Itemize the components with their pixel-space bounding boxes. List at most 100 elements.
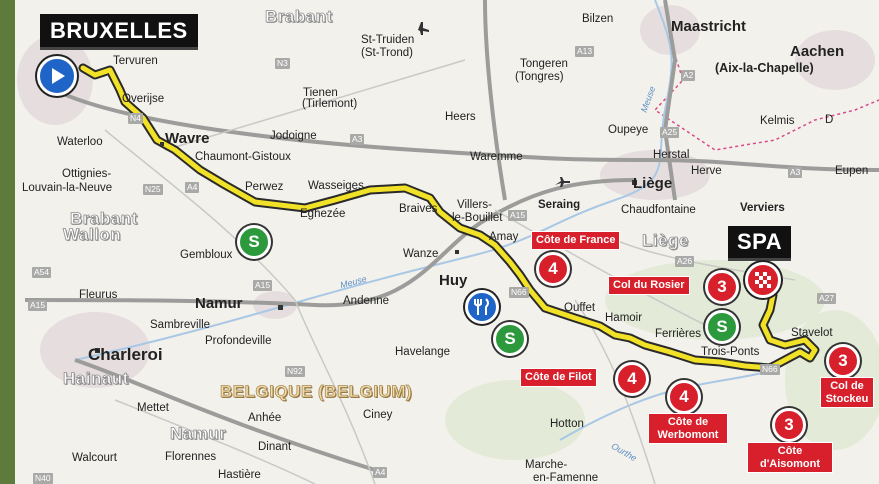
town-label: en-Famenne xyxy=(533,472,599,484)
town-label: Mettet xyxy=(137,402,169,414)
climb-name-tag: Côte de Filot xyxy=(520,368,597,387)
town-label: Havelange xyxy=(395,346,450,358)
town-label: Tongeren xyxy=(520,58,568,70)
road-shield: N40 xyxy=(33,473,53,484)
town-label: Liège xyxy=(633,175,673,192)
sprint-marker[interactable]: S xyxy=(237,225,271,259)
town-label: Ciney xyxy=(363,409,393,421)
checkered-flag-icon xyxy=(755,272,771,288)
climb-category-badge[interactable]: 4 xyxy=(615,362,649,396)
road-shield: A2 xyxy=(681,70,696,81)
town-label: Trois-Ponts xyxy=(701,346,760,358)
fork-knife-icon xyxy=(474,298,489,315)
road-shield: A4 xyxy=(185,182,200,193)
town-label: Marche- xyxy=(525,459,568,471)
town-label: Wasseiges xyxy=(308,180,364,192)
town-label: Stavelot xyxy=(791,327,833,339)
town-label: Hastière xyxy=(218,469,261,481)
town-label: St-Truiden xyxy=(361,34,415,46)
start-icon[interactable] xyxy=(37,56,77,96)
feed-zone-icon[interactable] xyxy=(465,290,499,324)
climb-name-tag: Col du Rosier xyxy=(608,276,690,295)
rivers xyxy=(74,0,776,441)
road-shield: A4 xyxy=(373,467,388,478)
town-label: Heers xyxy=(445,111,476,123)
start-city-label: BRUXELLES xyxy=(40,14,198,50)
region-label: Brabant xyxy=(265,7,333,26)
town-label: le-Bouillet xyxy=(452,212,503,224)
town-label: Anhée xyxy=(248,412,282,424)
town-label: Aachen xyxy=(790,43,845,60)
town-label: Overijse xyxy=(122,93,165,105)
town-label: Perwez xyxy=(245,181,284,193)
town-label: Eupen xyxy=(835,165,869,177)
town-label: Chaumont-Gistoux xyxy=(195,151,291,163)
road-shield: A54 xyxy=(32,267,52,278)
road-shield: N25 xyxy=(143,184,163,195)
town-label: D xyxy=(825,114,834,126)
finish-flag-icon[interactable] xyxy=(745,262,781,298)
sprint-marker[interactable]: S xyxy=(705,310,739,344)
road-shield: N66 xyxy=(509,287,529,298)
road-shield: A3 xyxy=(350,134,365,145)
road-shield: N4 xyxy=(128,113,143,124)
town-label: Eghezée xyxy=(300,208,346,220)
region-label: Hainaut xyxy=(63,369,129,388)
town-label: Herve xyxy=(691,165,722,177)
climb-category-badge[interactable]: 3 xyxy=(772,408,806,442)
climb-name-tag: Col de Stockeu xyxy=(820,377,874,409)
town-label: Sambreville xyxy=(150,319,211,331)
play-arrow-icon xyxy=(52,68,65,84)
sprint-marker[interactable]: S xyxy=(493,322,527,356)
region-label: Brabant xyxy=(70,209,138,228)
airport-icon xyxy=(418,22,570,187)
region-label: Liège xyxy=(642,231,689,250)
town-label: Hamoir xyxy=(605,312,643,324)
finish-city-label: SPA xyxy=(728,226,792,261)
town-label: Huy xyxy=(439,272,468,289)
race-route-fill xyxy=(80,65,818,371)
town-label: (Tirlemont) xyxy=(302,98,358,110)
town-label: (Aix-la-Chapelle) xyxy=(715,61,814,75)
town-label: Waremme xyxy=(470,151,523,163)
climb-category-badge[interactable]: 3 xyxy=(826,344,860,378)
road-shield: A25 xyxy=(660,127,680,138)
town-label: Ferrières xyxy=(655,328,702,340)
town-label: Waterloo xyxy=(57,136,103,148)
climb-category-badge[interactable]: 3 xyxy=(705,270,739,304)
town-label: Hotton xyxy=(550,418,584,430)
town-label: Maastricht xyxy=(671,18,747,35)
town-label: Charleroi xyxy=(88,345,163,364)
town-label: Chaudfontaine xyxy=(621,204,696,216)
climb-name-tag: Côte de Werbomont xyxy=(648,413,728,445)
town-label: Wavre xyxy=(165,130,210,147)
town-label: Kelmis xyxy=(760,115,795,127)
town-label: Braives xyxy=(399,203,438,215)
town-label: Bilzen xyxy=(582,13,614,25)
town-label: (Tongres) xyxy=(515,71,564,83)
town-label: Amay xyxy=(489,231,519,243)
road-shield: A15 xyxy=(28,300,48,311)
stage-map: BRUXELLES SPA Brabant Wallon Hainaut Nam… xyxy=(15,0,879,484)
region-label: Namur xyxy=(170,424,227,443)
town-label: Tervuren xyxy=(113,55,158,67)
climb-category-badge[interactable]: 4 xyxy=(536,252,570,286)
region-label: Wallon xyxy=(63,225,122,244)
town-label: Andenne xyxy=(343,295,390,307)
town-label: Namur xyxy=(195,295,243,312)
town-label: Ottignies- xyxy=(62,168,112,180)
town-label: Fleurus xyxy=(79,289,118,301)
climb-category-badge[interactable]: 4 xyxy=(667,380,701,414)
town-label: Gembloux xyxy=(180,249,233,261)
town-label: Verviers xyxy=(740,202,785,214)
town-label: Villers- xyxy=(457,199,492,211)
road-shield: N66 xyxy=(760,364,780,375)
town-label: Jodoigne xyxy=(270,130,317,142)
road-shield: A26 xyxy=(675,256,695,267)
town-label: Wanze xyxy=(403,248,439,260)
climb-name-tag: Côte de France xyxy=(531,231,621,250)
town-label: Herstal xyxy=(653,149,690,161)
motorways xyxy=(24,0,879,472)
town-label: Florennes xyxy=(165,451,217,463)
road-shield: A15 xyxy=(508,210,528,221)
